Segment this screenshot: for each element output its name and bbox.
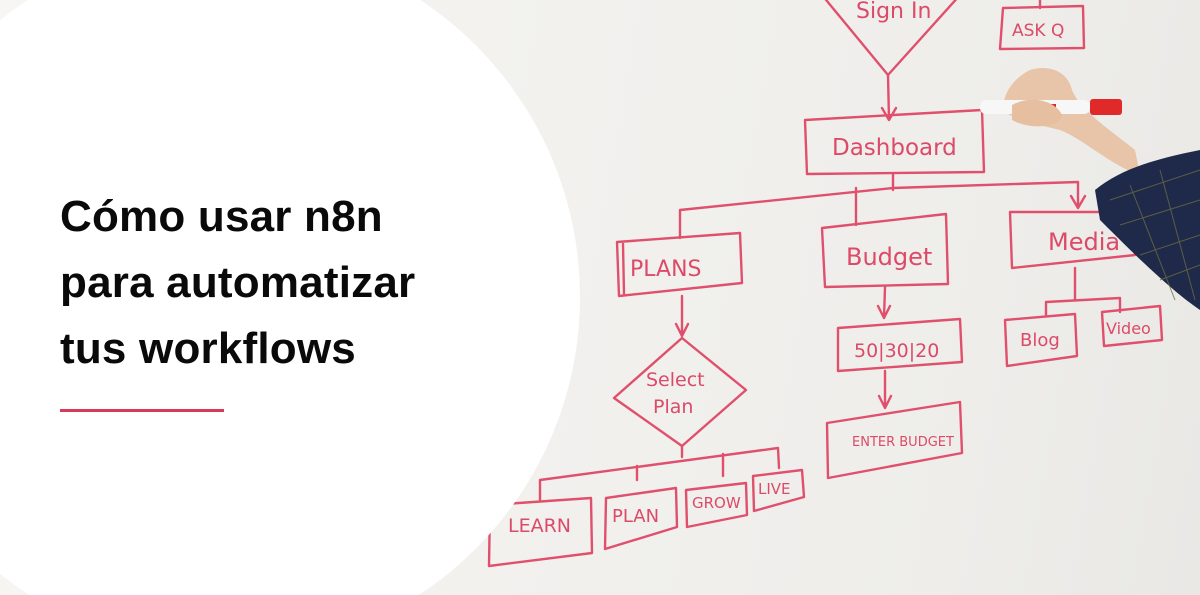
node-dashboard: Dashboard: [803, 108, 986, 176]
accent-underline: [60, 409, 224, 412]
white-circle-panel: [0, 0, 580, 595]
svg-text:Blog: Blog: [1020, 330, 1060, 351]
node-grow: GROW: [684, 481, 749, 529]
svg-text:PLANS: PLANS: [630, 257, 702, 282]
node-media: Media: [1008, 210, 1137, 318]
svg-text:50|30|20: 50|30|20: [854, 340, 939, 362]
svg-text:Select: Select: [646, 369, 705, 391]
node-ratio: 50|30|20: [836, 317, 964, 410]
node-sign-in: Sign In: [824, 0, 958, 122]
node-learn: LEARN: [487, 496, 594, 568]
svg-text:Media: Media: [1048, 228, 1120, 256]
svg-text:Budget: Budget: [846, 243, 932, 271]
svg-text:Video: Video: [1106, 319, 1151, 338]
svg-text:PLAN: PLAN: [612, 506, 659, 527]
svg-text:Plan: Plan: [653, 396, 693, 418]
svg-text:LEARN: LEARN: [508, 515, 571, 537]
hand-with-marker: [980, 68, 1140, 175]
headline: Cómo usar n8n para automatizar tus workf…: [60, 184, 415, 382]
node-video: Video: [1100, 304, 1164, 348]
svg-text:ENTER BUDGET: ENTER BUDGET: [852, 435, 954, 450]
node-live: LIVE: [751, 468, 806, 513]
svg-text:Sign In: Sign In: [856, 0, 931, 24]
node-plan: PLAN: [603, 486, 679, 551]
svg-text:ASK Q: ASK Q: [1012, 21, 1064, 41]
plaid-sleeve: [1095, 150, 1200, 310]
svg-text:LIVE: LIVE: [758, 480, 791, 498]
node-blog: Blog: [1003, 312, 1079, 368]
node-select-plan: Select Plan: [538, 336, 781, 502]
svg-text:Dashboard: Dashboard: [832, 135, 957, 161]
headline-line-1: Cómo usar n8n: [60, 192, 383, 241]
svg-text:GROW: GROW: [692, 494, 741, 512]
node-ask-q: ASK Q: [998, 0, 1086, 51]
node-enter-budget: ENTER BUDGET: [825, 400, 964, 480]
headline-line-2: para automatizar: [60, 258, 416, 307]
headline-line-3: tus workflows: [60, 324, 356, 373]
node-plans: PLANS: [615, 231, 744, 338]
node-budget: Budget: [820, 212, 950, 320]
